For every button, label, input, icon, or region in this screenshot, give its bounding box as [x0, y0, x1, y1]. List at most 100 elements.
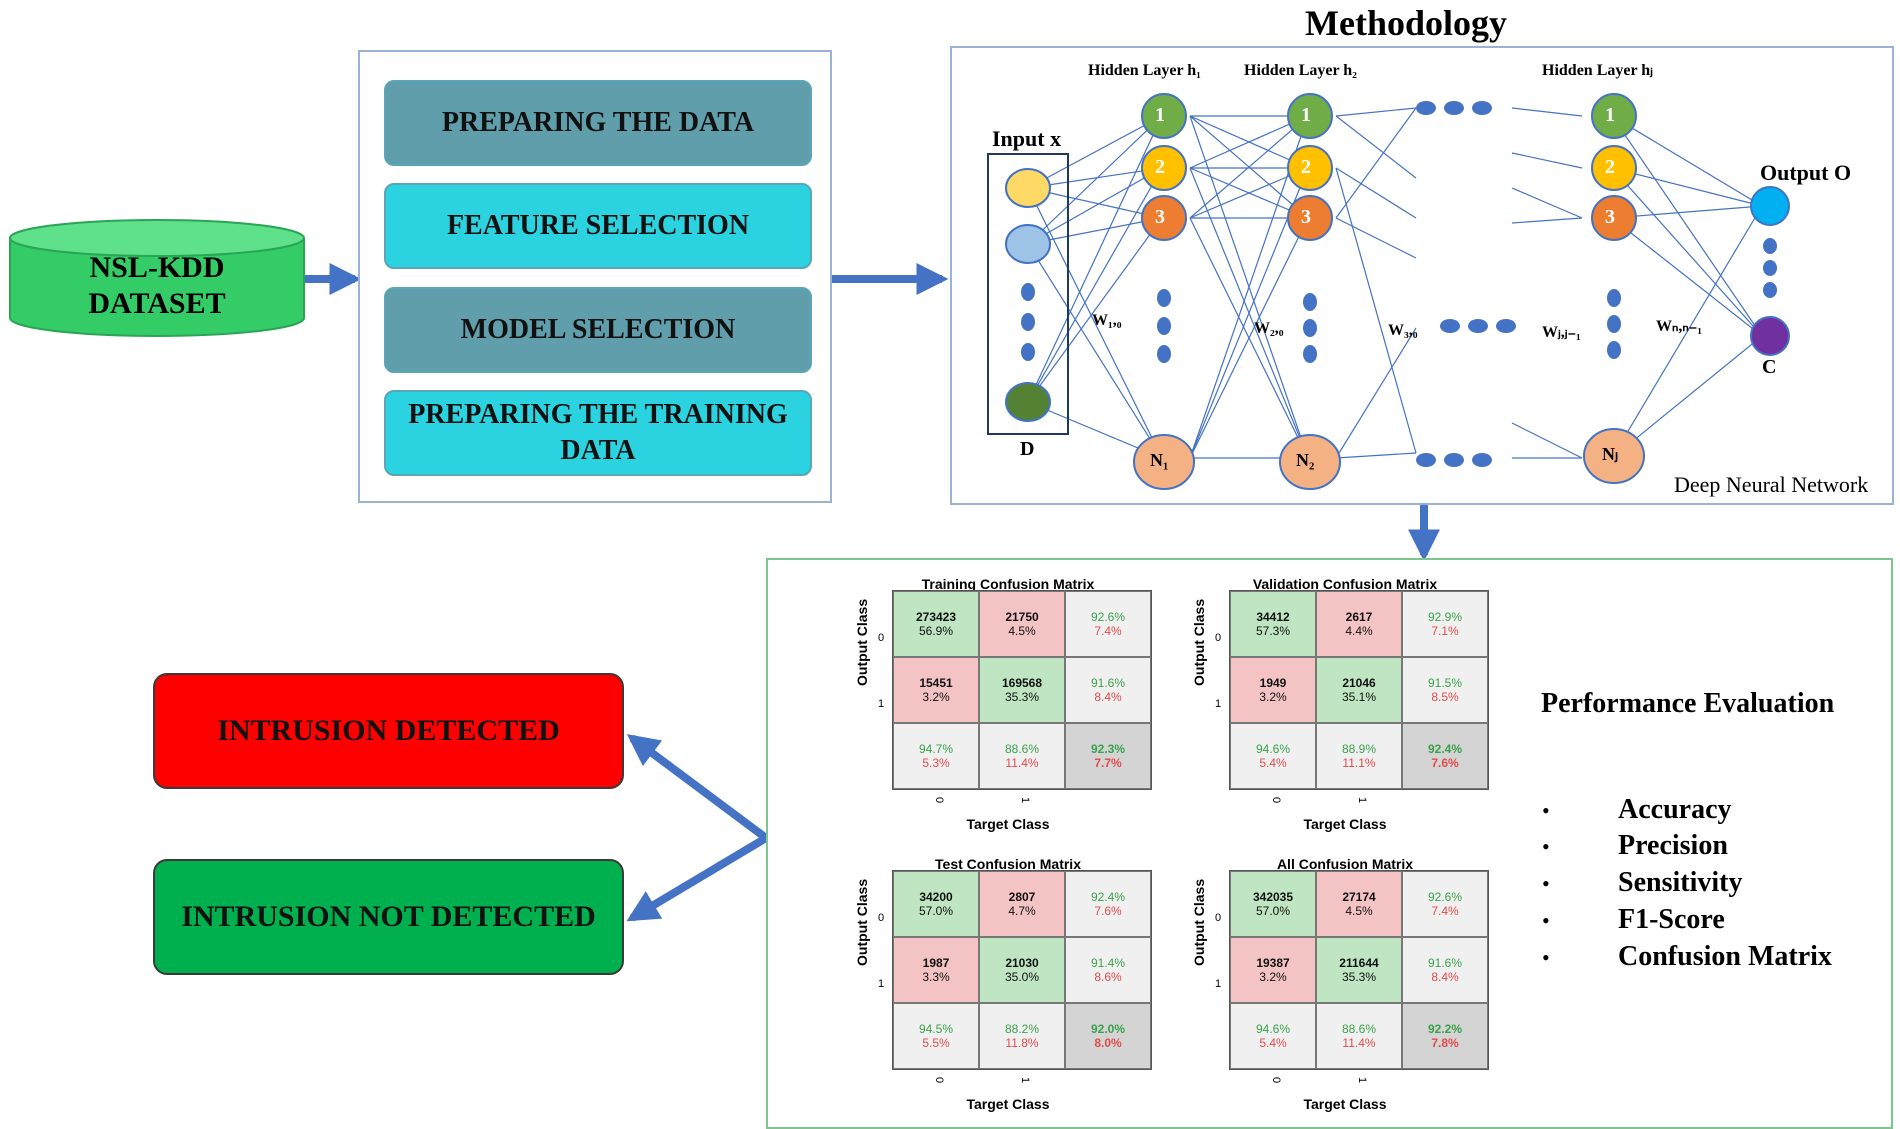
ellipsis-dot — [1607, 341, 1621, 359]
x-tick-label: 0 — [1270, 796, 1283, 804]
y-tick-label: 0 — [1215, 632, 1222, 644]
ellipsis-dot — [1021, 343, 1035, 361]
x-axis-label: Target Class — [1303, 816, 1387, 832]
hidden-node — [1141, 195, 1187, 241]
y-tick-label: 1 — [1215, 978, 1222, 990]
node-n1-label: N₁ — [1150, 450, 1169, 470]
cell-secondary-value: 35.1% — [1341, 690, 1377, 704]
y-tick-label: 0 — [878, 632, 885, 644]
cell-primary-value: 34200 — [919, 890, 953, 904]
cell-secondary-value: 5.5% — [922, 1036, 950, 1050]
ellipsis-dot — [1157, 345, 1171, 363]
hidden-layer-1-label: Hidden Layer h₁ — [1088, 62, 1201, 79]
cell-secondary-value: 7.6% — [1431, 756, 1459, 770]
cell-primary-value: 1987 — [922, 956, 950, 970]
hidden-layer-2-label: Hidden Layer h₂ — [1244, 62, 1357, 79]
ellipsis-dot — [1157, 289, 1171, 307]
matrix-cell: 94.6%5.4% — [1230, 1003, 1316, 1069]
hidden-node — [1287, 145, 1333, 191]
hidden-node — [1287, 93, 1333, 139]
hidden-node-n — [1279, 434, 1341, 490]
evaluation-heading: Performance Evaluation — [1541, 688, 1835, 719]
matrix-cell: 91.6%8.4% — [1065, 657, 1151, 723]
cell-primary-value: 19387 — [1256, 956, 1290, 970]
x-tick-label: 1 — [1356, 1076, 1369, 1084]
ellipsis-dot — [1021, 283, 1035, 301]
cell-primary-value: 91.4% — [1090, 956, 1126, 970]
cell-primary-value: 21046 — [1342, 676, 1376, 690]
ellipsis-dot — [1303, 345, 1317, 363]
bullet-icon: • — [1542, 945, 1550, 970]
matrix-title: All Confusion Matrix — [1276, 856, 1414, 872]
input-label: Input x — [992, 126, 1062, 151]
cell-primary-value: 88.6% — [1341, 1022, 1377, 1036]
cell-primary-value: 92.2% — [1427, 1022, 1463, 1036]
cell-primary-value: 92.3% — [1090, 742, 1126, 756]
cell-secondary-value: 8.4% — [1094, 690, 1122, 704]
metric-precision: Precision — [1618, 830, 1728, 861]
x-tick-label: 1 — [1019, 796, 1032, 804]
node-label: 2 — [1155, 156, 1165, 178]
ellipsis-dots — [1416, 101, 1516, 467]
matrix-title: Validation Confusion Matrix — [1252, 576, 1438, 592]
node-label: 2 — [1301, 156, 1311, 178]
y-tick-label: 0 — [878, 912, 885, 924]
cell-primary-value: 21750 — [1005, 610, 1039, 624]
hidden-node — [1141, 93, 1187, 139]
hidden-layer-j-label: Hidden Layer hⱼ — [1542, 62, 1653, 79]
matrix-cell: 91.6%8.4% — [1402, 937, 1488, 1003]
cell-primary-value: 88.6% — [1004, 742, 1040, 756]
ellipsis-dot — [1763, 260, 1777, 276]
cell-secondary-value: 7.1% — [1431, 624, 1459, 638]
cell-secondary-value: 3.2% — [1259, 690, 1287, 704]
hidden-node-n — [1583, 428, 1645, 484]
x-axis-label: Target Class — [966, 816, 1050, 832]
step-feature-selection: FEATURE SELECTION — [384, 183, 812, 269]
cell-secondary-value: 11.4% — [1005, 756, 1039, 770]
y-tick-label: 1 — [878, 698, 885, 710]
metric-sensitivity: Sensitivity — [1618, 867, 1743, 898]
cell-primary-value: 92.4% — [1427, 742, 1463, 756]
cell-secondary-value: 35.3% — [1341, 970, 1377, 984]
cell-primary-value: 92.6% — [1427, 890, 1463, 904]
metric-f1-score: F1-Score — [1618, 904, 1725, 935]
cell-primary-value: 2617 — [1345, 610, 1373, 624]
bullet-icon: • — [1542, 908, 1550, 933]
cell-secondary-value: 8.6% — [1094, 970, 1122, 984]
cell-secondary-value: 35.0% — [1004, 970, 1040, 984]
matrix-cell: 91.5%8.5% — [1402, 657, 1488, 723]
network-connections — [1027, 107, 1763, 459]
network-diagram — [987, 93, 1790, 490]
matrix-cell: 92.3%7.7% — [1065, 723, 1151, 789]
matrix-cell: 91.4%8.6% — [1065, 937, 1151, 1003]
dataset-cylinder-icon — [9, 219, 305, 337]
cell-secondary-value: 4.4% — [1345, 624, 1373, 638]
x-axis-label: Target Class — [1303, 1096, 1387, 1112]
cell-primary-value: 92.4% — [1090, 890, 1126, 904]
metric-accuracy: Accuracy — [1618, 794, 1732, 825]
x-tick-label: 1 — [1019, 1076, 1032, 1084]
step-model-selection: MODEL SELECTION — [384, 287, 812, 373]
node-label: 3 — [1605, 206, 1615, 228]
ellipsis-dot — [1157, 317, 1171, 335]
bullet-icon: • — [1542, 834, 1550, 859]
cell-primary-value: 92.6% — [1090, 610, 1126, 624]
cell-primary-value: 342035 — [1252, 890, 1294, 904]
x-tick-label: 0 — [933, 1076, 946, 1084]
cell-primary-value: 91.5% — [1427, 676, 1463, 690]
cell-secondary-value: 4.7% — [1008, 904, 1036, 918]
cell-primary-value: 211644 — [1339, 956, 1379, 970]
y-axis-label: Output Class — [854, 878, 870, 966]
matrix-title: Test Confusion Matrix — [935, 856, 1081, 872]
